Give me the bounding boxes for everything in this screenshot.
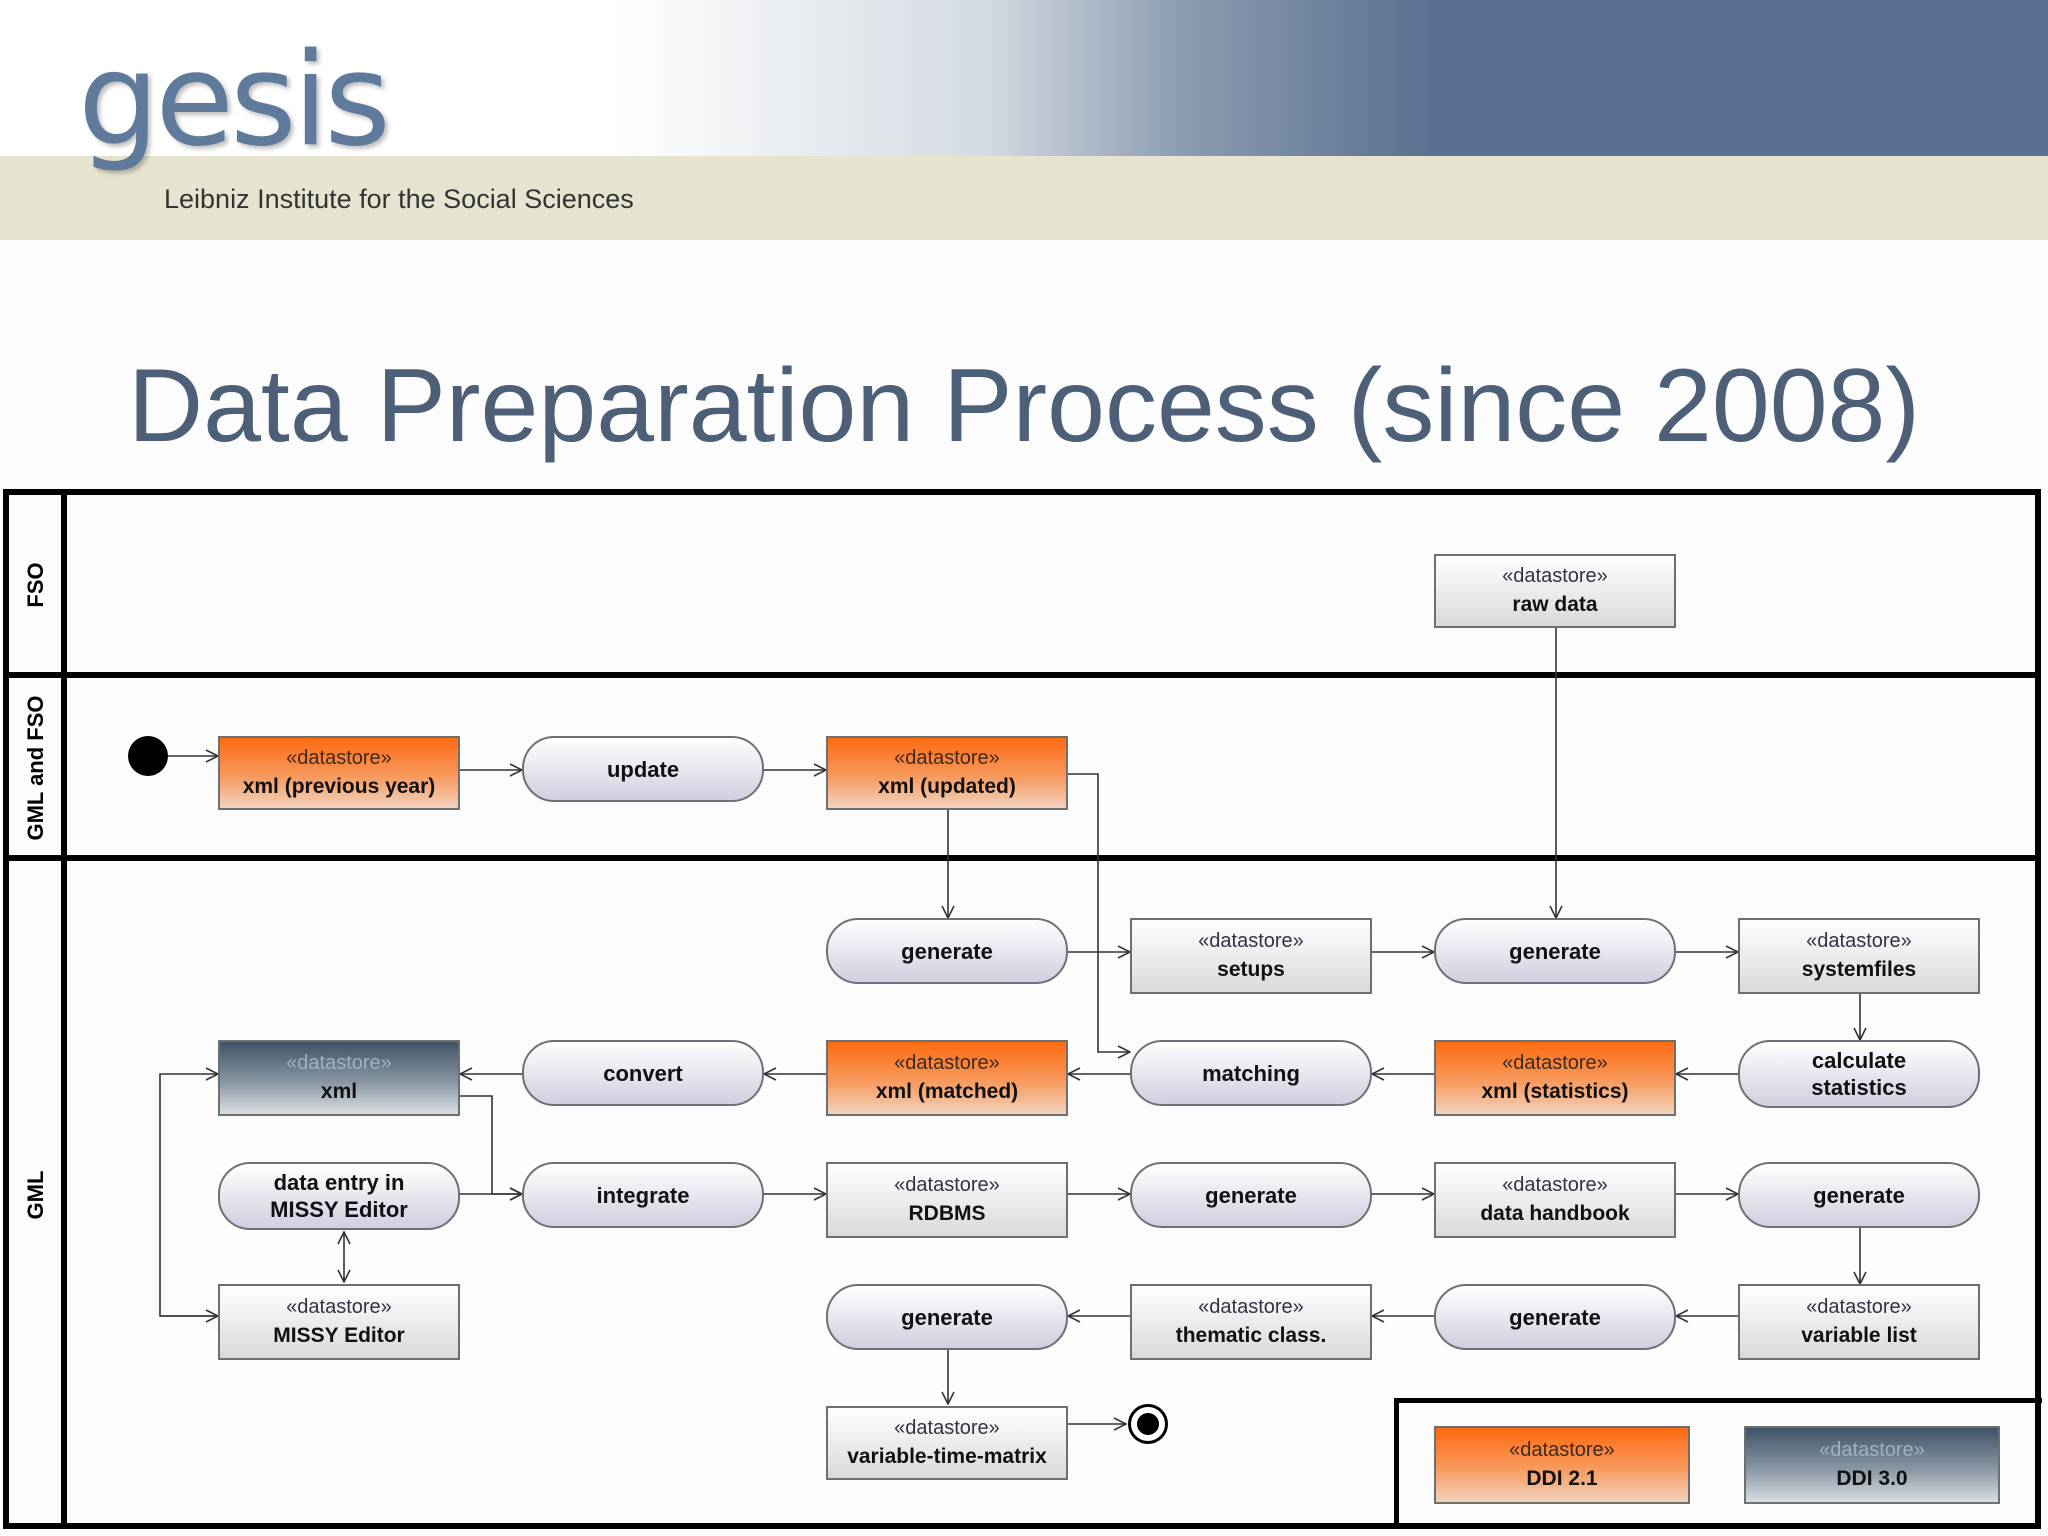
header-band [0, 156, 2048, 240]
gesis-logo: gesis [78, 26, 391, 175]
legend-ddi-21: «datastore»DDI 2.1 [1434, 1426, 1690, 1504]
datastore-variable-list: «datastore»variable list [1738, 1284, 1980, 1360]
flow-loop-xml [159, 1074, 218, 1317]
datastore-variable-time-matrix: «datastore»variable-time-matrix [826, 1406, 1068, 1480]
lane-fso: FSO [23, 562, 48, 608]
flow-xml-integrate [460, 1095, 522, 1194]
action-matching: matching [1130, 1040, 1372, 1106]
action-generate-thematic: generate [1434, 1284, 1676, 1350]
end-node [1128, 1404, 1168, 1444]
lane-gml-and-fso: GML and FSO [23, 695, 48, 841]
datastore-xml-updated: «datastore»xml (updated) [826, 736, 1068, 810]
action-generate-setups: generate [826, 918, 1068, 984]
datastore-xml-previous-year: «datastore»xml (previous year) [218, 736, 460, 810]
action-generate-systemfiles: generate [1434, 918, 1676, 984]
legend-ddi-30: «datastore»DDI 3.0 [1744, 1426, 2000, 1504]
action-calculate-statistics: calculate statistics [1738, 1040, 1980, 1108]
action-data-entry: data entry in MISSY Editor [218, 1162, 460, 1230]
action-update: update [522, 736, 764, 802]
datastore-xml-matched: «datastore»xml (matched) [826, 1040, 1068, 1116]
flow-xmlupd-matching [1068, 773, 1130, 1052]
action-generate-handbook: generate [1130, 1162, 1372, 1228]
datastore-thematic-class: «datastore»thematic class. [1130, 1284, 1372, 1360]
datastore-rdbms: «datastore»RDBMS [826, 1162, 1068, 1238]
page-title: Data Preparation Process (since 2008) [127, 348, 1921, 464]
start-node [128, 736, 168, 776]
datastore-data-handbook: «datastore»data handbook [1434, 1162, 1676, 1238]
lane-gml: GML [23, 1170, 48, 1220]
legend [1394, 1398, 2042, 1528]
action-integrate: integrate [522, 1162, 764, 1228]
datastore-raw-data: «datastore»raw data [1434, 554, 1676, 628]
datastore-setups: «datastore»setups [1130, 918, 1372, 994]
datastore-xml: «datastore»xml [218, 1040, 460, 1116]
action-convert: convert [522, 1040, 764, 1106]
action-generate-variable-list: generate [1738, 1162, 1980, 1228]
logo-subtitle: Leibniz Institute for the Social Science… [164, 184, 634, 214]
datastore-systemfiles: «datastore»systemfiles [1738, 918, 1980, 994]
header-banner: gesis Leibniz Institute for the Social S… [0, 0, 2048, 240]
datastore-missy-editor: «datastore»MISSY Editor [218, 1284, 460, 1360]
swimlane-frame [3, 489, 2041, 1529]
datastore-xml-statistics: «datastore»xml (statistics) [1434, 1040, 1676, 1116]
action-generate-vtm: generate [826, 1284, 1068, 1350]
